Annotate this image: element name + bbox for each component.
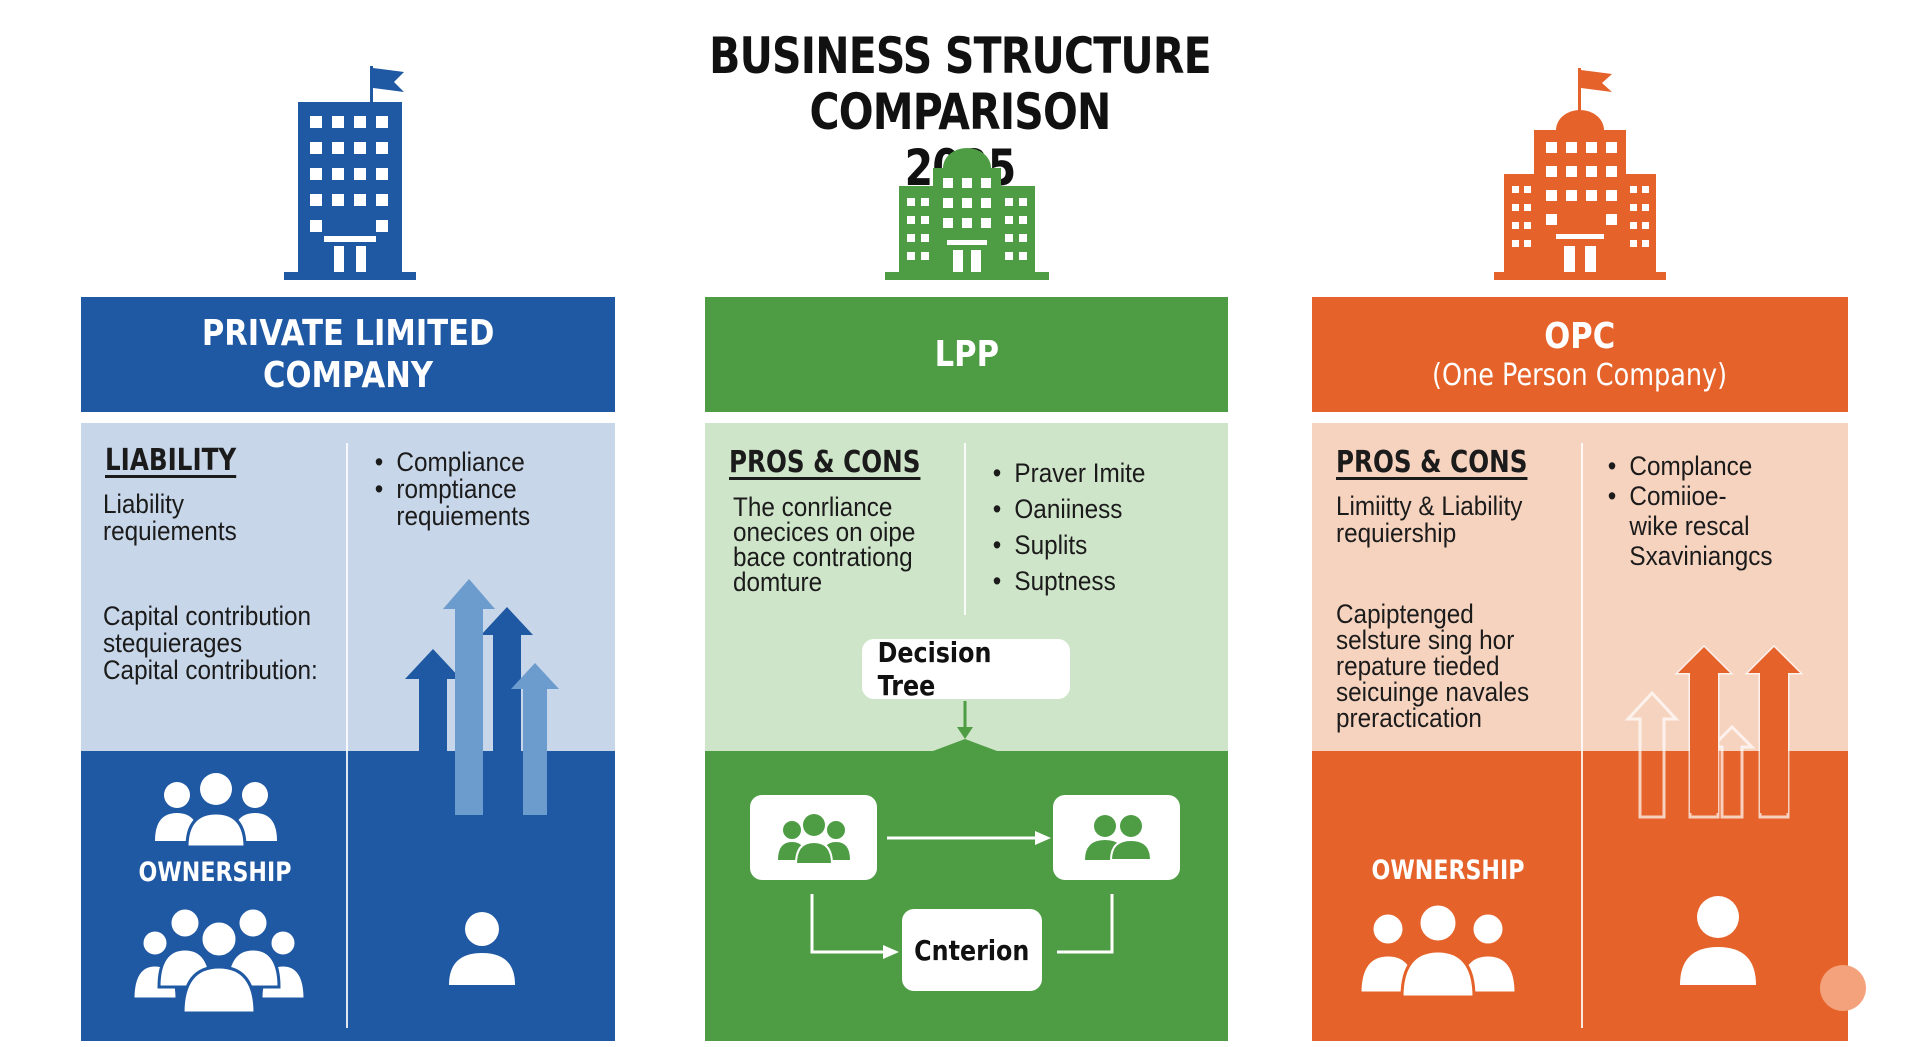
liability-text: Liability requiements [103, 489, 237, 546]
building-icon [885, 148, 1049, 280]
compliance-bullets: Complance Comiioe- wike rescal Sxavinian… [1606, 451, 1773, 571]
building-icon [284, 66, 416, 280]
bullet-item: Compliance [373, 449, 530, 477]
divider [1581, 443, 1583, 1028]
section-heading: PROS & CONS [729, 445, 921, 480]
header-line-1: LPP [934, 333, 999, 375]
decision-tree-box: Decision Tree [862, 636, 1070, 702]
team-box [750, 795, 877, 880]
pair-box [1053, 795, 1180, 880]
bullet-item: Complance [1606, 451, 1773, 481]
growth-arrows-icon [1624, 644, 1804, 819]
building-icon [1494, 68, 1666, 280]
header-line-2: (One Person Company) [1432, 357, 1728, 393]
liability-text: Limiitty & Liability requiership [1336, 491, 1523, 548]
capital-text: Capital contribution stequierages Capita… [103, 601, 318, 685]
bullet-item: Comiioe- [1606, 481, 1773, 511]
ownership-label: OWNERSHIP [138, 857, 292, 888]
bullet-item: Oaniiness [991, 491, 1145, 527]
criterion-label: Cnterion [914, 933, 1030, 967]
section-heading: PROS & CONS [1336, 445, 1528, 480]
bullet-item: Suptness [991, 563, 1145, 599]
column-header: PRIVATE LIMITED COMPANY [81, 297, 615, 412]
header-line-2: COMPANY [263, 354, 433, 396]
bullet-item: Suplits [991, 527, 1145, 563]
private-limited-column: PRIVATE LIMITED COMPANY LIABILITY Liabil… [81, 297, 615, 1041]
bullet-item: Praver Imite [991, 455, 1146, 491]
team-icon [777, 813, 850, 864]
criterion-box: Cnterion [902, 909, 1042, 991]
bullet-item-continued: wike rescal [1629, 511, 1750, 541]
column-header: LPP [705, 297, 1228, 412]
divider [346, 443, 348, 1028]
person-icon [449, 912, 515, 985]
growth-arrows-icon [405, 579, 559, 815]
bullet-item-continued: Sxaviniangcs [1629, 541, 1773, 571]
compliance-bullets: Compliance romptiance requiements [373, 449, 530, 530]
decision-tree-label: Decision Tree [877, 636, 992, 702]
flow-connectors [810, 701, 1114, 959]
bullet-item-continued: requiements [396, 501, 531, 531]
header-line-1: OPC [1544, 315, 1616, 357]
header-line-1: PRIVATE LIMITED [201, 312, 495, 354]
page-title: BUSINESS STRUCTURE COMPARISON 2025 [566, 28, 1353, 196]
pros-cons-text: The conrliance onecices on oipe bace con… [733, 492, 916, 597]
pros-cons-bullets: Praver Imite Oaniiness Suplits Suptness [991, 455, 1146, 599]
column-header: OPC (One Person Company) [1312, 297, 1848, 412]
title-line-1: BUSINESS STRUCTURE COMPARISON [709, 27, 1211, 141]
ownership-label: OWNERSHIP [1371, 855, 1525, 886]
group-icon [155, 773, 277, 849]
capital-text: Capiptenged selsture sing hor repature t… [1336, 599, 1530, 733]
large-group-icon [131, 906, 307, 1015]
corner-badge [1820, 965, 1866, 1011]
opc-column: OPC (One Person Company) PROS & CONS Lim… [1312, 297, 1866, 1041]
lpp-column: LPP PROS & CONS The conrliance onecices … [705, 297, 1228, 1041]
divider [964, 443, 966, 615]
bullet-item: romptiance [373, 476, 530, 504]
person-icon [1680, 896, 1756, 985]
group-icon [1358, 902, 1518, 999]
pair-icon [1084, 814, 1152, 861]
section-heading: LIABILITY [105, 443, 237, 478]
